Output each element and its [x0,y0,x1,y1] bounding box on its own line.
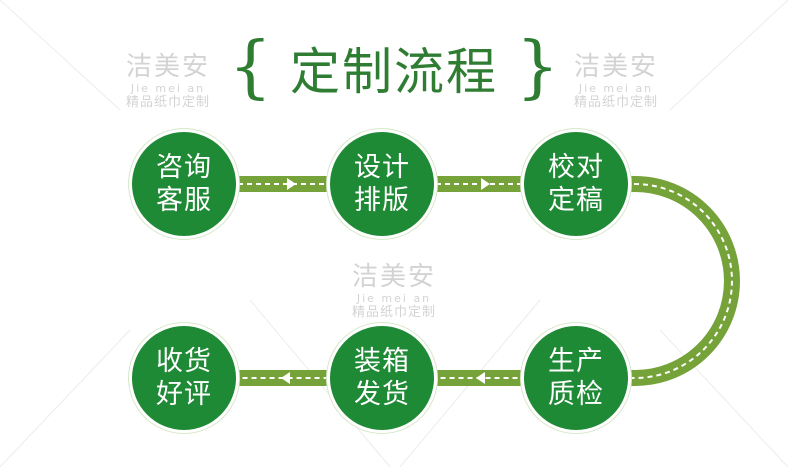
title-brace-left: { [228,28,272,107]
step-label-line2: 好评 [156,379,212,410]
title-text: 定制流程 [290,43,498,101]
arrow-left-1 [476,372,485,384]
watermark-brand: 洁美安 [573,52,658,82]
title-brace-right: } [516,28,560,107]
watermark-top-left: 洁美安 Jie mei an 精品纸巾定制 [108,52,228,111]
watermark-brand: 洁美安 [125,52,210,82]
watermark-brand: 洁美安 [351,262,436,292]
step-label-line1: 生产 [548,346,604,377]
step-label-line2: 质检 [548,379,604,410]
watermark-sub: 精品纸巾定制 [573,95,658,110]
arrow-right-1 [287,178,296,190]
step-label-line1: 校对 [548,152,604,183]
flow-track-dashes [184,183,733,379]
step-label-line2: 客服 [156,185,212,216]
flow-track [184,176,740,386]
arrow-right-2 [481,178,490,190]
step-label-line2: 定稿 [548,185,604,216]
watermark-top-right: 洁美安 Jie mei an 精品纸巾定制 [556,52,676,111]
step-label-line1: 收货 [156,346,212,377]
watermark-en: Jie mei an [356,292,432,305]
watermark-sub: 精品纸巾定制 [125,95,210,110]
flow-arrows [281,178,688,384]
step-production-qc: 生产 质检 [524,326,628,430]
step-proof-finalize: 校对 定稿 [524,132,628,236]
arrow-left-2 [281,372,290,384]
step-label-line1: 咨询 [156,152,212,183]
step-consult-service: 咨询 客服 [132,132,236,236]
arrow-down [676,266,688,276]
step-label-line1: 设计 [354,152,410,183]
step-label-line2: 排版 [354,185,410,216]
step-design-layout: 设计 排版 [330,132,434,236]
step-label-line1: 装箱 [354,346,410,377]
watermark-en: Jie mei an [578,82,654,95]
watermark-sub: 精品纸巾定制 [351,305,436,320]
step-receive-review: 收货 好评 [132,326,236,430]
step-label-line2: 发货 [354,379,410,410]
step-pack-ship: 装箱 发货 [330,326,434,430]
watermark-center: 洁美安 Jie mei an 精品纸巾定制 [334,262,454,321]
page-title: { 定制流程 } [0,32,788,112]
watermark-en: Jie mei an [130,82,206,95]
